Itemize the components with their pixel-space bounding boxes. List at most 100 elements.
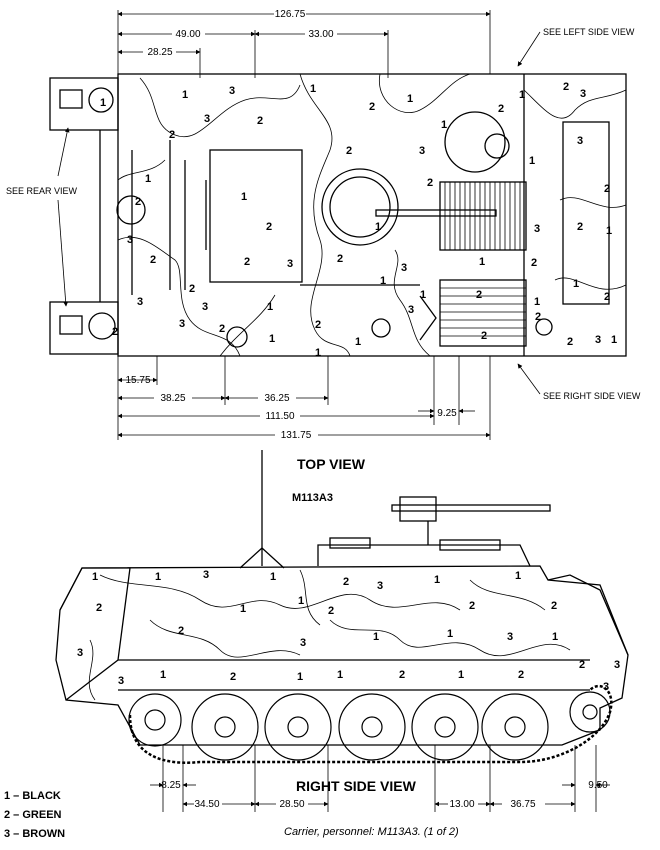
svg-text:2: 2	[230, 671, 236, 683]
svg-text:2: 2	[189, 283, 195, 295]
svg-text:1: 1	[479, 256, 485, 268]
see-right-side-view-callout: SEE RIGHT SIDE VIEW	[543, 391, 641, 401]
svg-text:1: 1	[552, 631, 558, 643]
svg-text:3: 3	[507, 631, 513, 643]
svg-text:2: 2	[150, 254, 156, 266]
dim-bottom-9-25: 9.25	[437, 408, 457, 419]
svg-text:1: 1	[458, 669, 464, 681]
svg-text:2: 2	[112, 326, 118, 338]
svg-text:2: 2	[481, 330, 487, 342]
svg-text:1: 1	[529, 155, 535, 167]
svg-text:2: 2	[178, 625, 184, 637]
svg-text:1: 1	[145, 173, 151, 185]
legend-number: 1	[4, 790, 11, 802]
svg-text:2: 2	[244, 256, 250, 268]
color-legend: 1 – BLACK 2 – GREEN 3 – BROWN	[4, 787, 65, 844]
svg-text:2: 2	[135, 196, 141, 208]
svg-text:2: 2	[328, 605, 334, 617]
svg-text:1: 1	[92, 571, 98, 583]
legend-color: GREEN	[22, 809, 62, 821]
svg-text:1: 1	[534, 296, 540, 308]
legend-color: BROWN	[22, 828, 66, 840]
svg-text:3: 3	[603, 681, 609, 693]
svg-text:1: 1	[100, 97, 106, 109]
dim-side-36: 36.75	[510, 799, 535, 810]
dim-side-9-50: 9.50	[588, 780, 608, 791]
dim-top-overall: 126.75	[275, 9, 306, 20]
svg-text:2: 2	[469, 600, 475, 612]
road-wheels	[128, 691, 611, 761]
model-label: M113A3	[292, 492, 333, 504]
svg-text:1: 1	[519, 89, 525, 101]
dim-bottom-15: 15.75	[125, 375, 150, 386]
svg-text:2: 2	[476, 289, 482, 301]
svg-text:2: 2	[604, 291, 610, 303]
svg-text:2: 2	[346, 145, 352, 157]
svg-text:2: 2	[266, 221, 272, 233]
svg-text:3: 3	[300, 637, 306, 649]
see-rear-view-callout: SEE REAR VIEW	[6, 186, 78, 196]
svg-text:2: 2	[518, 669, 524, 681]
svg-text:1: 1	[434, 574, 440, 586]
svg-text:2: 2	[219, 323, 225, 335]
svg-text:2: 2	[169, 129, 175, 141]
svg-text:1: 1	[241, 191, 247, 203]
svg-text:3: 3	[127, 234, 133, 246]
svg-text:2: 2	[315, 319, 321, 331]
svg-text:3: 3	[377, 580, 383, 592]
figure-caption: Carrier, personnel: M113A3. (1 of 2)	[284, 826, 459, 838]
svg-text:3: 3	[419, 145, 425, 157]
svg-text:1: 1	[267, 301, 273, 313]
right-side-view-title: RIGHT SIDE VIEW	[296, 778, 416, 794]
svg-text:2: 2	[498, 103, 504, 115]
side-view-hull	[55, 450, 629, 746]
svg-text:3: 3	[77, 647, 83, 659]
svg-text:2: 2	[579, 659, 585, 671]
svg-text:1: 1	[298, 595, 304, 607]
svg-text:2: 2	[96, 602, 102, 614]
svg-text:1: 1	[240, 603, 246, 615]
svg-text:1: 1	[515, 570, 521, 582]
svg-text:1: 1	[270, 571, 276, 583]
svg-text:3: 3	[229, 85, 235, 97]
svg-text:1: 1	[310, 83, 316, 95]
svg-text:2: 2	[369, 101, 375, 113]
svg-text:1: 1	[407, 93, 413, 105]
legend-number: 3	[4, 828, 11, 840]
svg-text:3: 3	[203, 569, 209, 581]
svg-text:1: 1	[606, 225, 612, 237]
svg-text:1: 1	[155, 571, 161, 583]
svg-text:3: 3	[118, 675, 124, 687]
svg-text:1: 1	[355, 336, 361, 348]
svg-text:1: 1	[297, 671, 303, 683]
svg-text:3: 3	[204, 113, 210, 125]
dim-bottom-131: 131.75	[281, 430, 312, 441]
top-view-camo-boundaries	[117, 73, 627, 357]
svg-text:2: 2	[567, 336, 573, 348]
svg-text:3: 3	[580, 88, 586, 100]
legend-number: 2	[4, 809, 11, 821]
svg-text:3: 3	[401, 262, 407, 274]
svg-text:2: 2	[427, 177, 433, 189]
svg-text:2: 2	[604, 183, 610, 195]
top-view-dimension-lines	[57, 10, 541, 440]
dim-side-13: 13.00	[449, 799, 474, 810]
svg-text:2: 2	[531, 257, 537, 269]
svg-text:2: 2	[535, 311, 541, 323]
svg-text:3: 3	[202, 301, 208, 313]
dim-side-28: 28.50	[279, 799, 304, 810]
legend-item-green: 2 – GREEN	[4, 809, 62, 821]
dim-top-28: 28.25	[147, 47, 172, 58]
side-view-camo-boundaries	[88, 569, 571, 701]
svg-text:1: 1	[375, 221, 381, 233]
side-view-dimension-lines	[150, 745, 610, 812]
svg-text:2: 2	[577, 221, 583, 233]
dim-bottom-36: 36.25	[264, 393, 289, 404]
svg-text:1: 1	[160, 669, 166, 681]
svg-text:3: 3	[534, 223, 540, 235]
svg-text:2: 2	[399, 669, 405, 681]
svg-text:1: 1	[269, 333, 275, 345]
